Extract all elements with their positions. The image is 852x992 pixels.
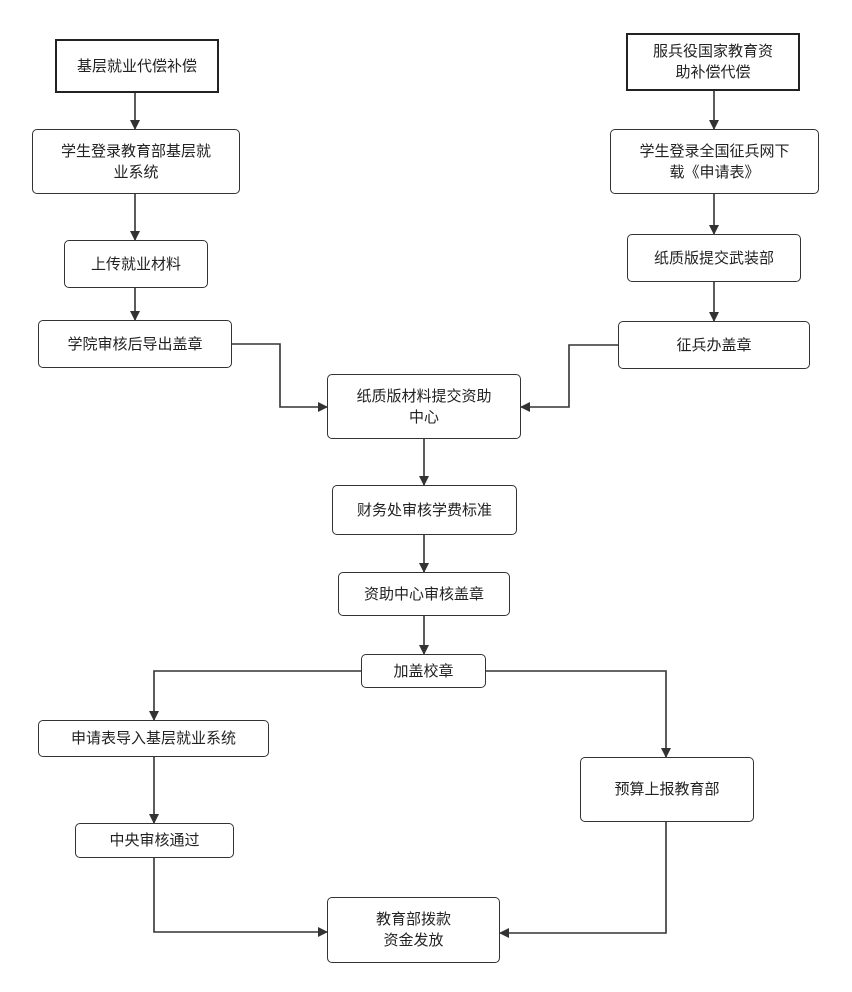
node-login-moe-system: 学生登录教育部基层就 业系统	[32, 129, 240, 194]
arrow-budget-to-disburse	[499, 822, 667, 938]
node-recruitment-office-stamp: 征兵办盖章	[618, 321, 810, 369]
node-upload-materials: 上传就业材料	[64, 240, 208, 288]
arrow-right-stamp-to-submit	[520, 344, 618, 412]
node-grassroots-compensation: 基层就业代偿补偿	[55, 39, 219, 93]
arrow-seal-to-budget	[486, 670, 671, 758]
node-finance-review: 财务处审核学费标准	[332, 485, 517, 535]
node-moe-disbursement: 教育部拨款 资金发放	[327, 897, 500, 963]
arrow-seal-to-import	[149, 670, 361, 721]
node-central-approval: 中央审核通过	[75, 823, 234, 858]
node-import-grassroots-system: 申请表导入基层就业系统	[38, 720, 269, 757]
node-college-review-export: 学院审核后导出盖章	[38, 320, 232, 368]
node-budget-report: 预算上报教育部	[580, 757, 754, 822]
arrow-left-export-to-submit	[232, 343, 328, 412]
node-login-recruitment-site: 学生登录全国征兵网下 载《申请表》	[610, 129, 819, 194]
node-aid-center-review: 资助中心审核盖章	[338, 572, 510, 616]
node-school-seal: 加盖校章	[361, 654, 486, 688]
arrow-central-to-disburse	[153, 858, 328, 937]
node-military-compensation: 服兵役国家教育资 助补偿代偿	[626, 33, 800, 91]
node-paper-to-armed-dept: 纸质版提交武装部	[627, 234, 801, 282]
node-submit-aid-center: 纸质版材料提交资助 中心	[327, 374, 521, 439]
